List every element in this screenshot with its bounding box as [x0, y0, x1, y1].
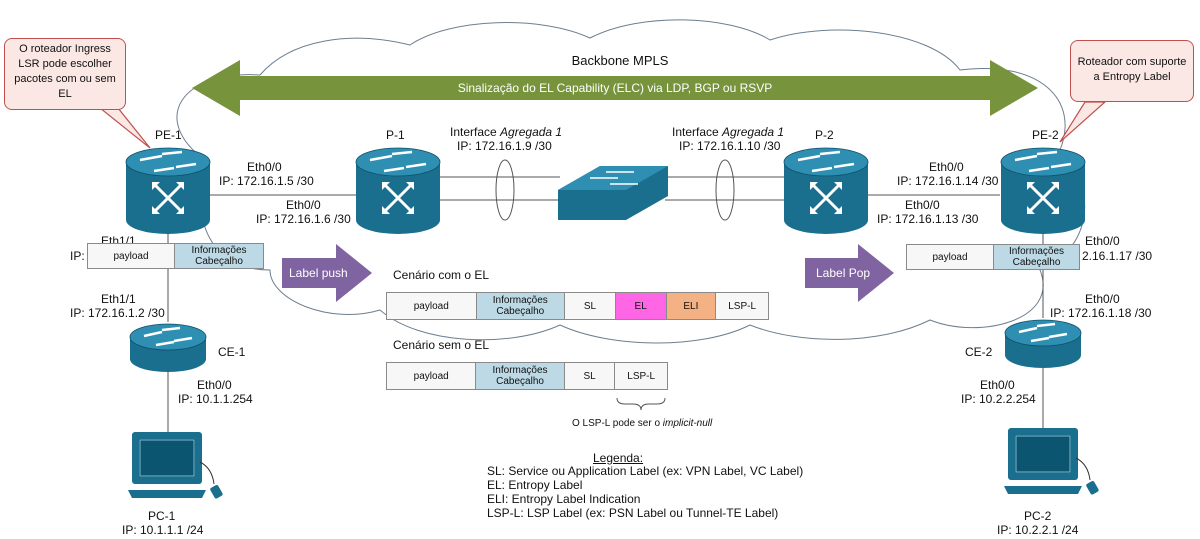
legend-title: Legenda:: [593, 451, 644, 465]
lag-ellipse-left: [495, 159, 515, 221]
packet-pe1: payload Informações Cabeçalho: [87, 243, 264, 269]
router-name-ce1: CE-1: [218, 345, 246, 359]
agg2-title-text: Interface: [672, 125, 719, 139]
agg2-title: Interface Agregada 1: [672, 125, 784, 139]
packet-pe2-header: Informações Cabeçalho: [994, 245, 1079, 269]
lspl-note-text: O LSP-L pode ser o: [572, 418, 661, 429]
packet-pe1-header: Informações Cabeçalho: [175, 244, 263, 268]
callout-ingress-lsr: O roteador Ingress LSR pode escolher pac…: [4, 38, 126, 110]
ce2-eth00-up-name: Eth0/0: [1085, 292, 1120, 306]
pe2-eth00-down-ip: 2.16.1.17 /30: [1082, 249, 1153, 263]
label-pop-arrow: [805, 244, 894, 302]
pkt-el-eli: ELI: [666, 293, 717, 319]
pe1-eth11-top-ip: IP:: [70, 249, 85, 263]
pc1-ip: IP: 10.1.1.1 /24: [122, 523, 204, 537]
agg2-title-italic: Agregada 1: [722, 125, 785, 139]
agg2-ip: IP: 172.16.1.10 /30: [679, 139, 781, 153]
router-icon: [129, 323, 207, 372]
legend-item: EL: Entropy Label: [487, 478, 583, 492]
pe1-eth00-name: Eth0/0: [247, 160, 282, 174]
pc1-name: PC-1: [148, 509, 176, 523]
router-name-ce2: CE-2: [965, 345, 993, 359]
pc2-ip: IP: 10.2.2.1 /24: [997, 523, 1079, 537]
agg1-title-italic: Agregada 1: [500, 125, 563, 139]
ce1-eth00-ip: IP: 10.1.1.254: [178, 392, 253, 406]
router-icon: [783, 147, 869, 234]
ce2-eth00-ip: IP: 10.2.2.254: [961, 392, 1036, 406]
p1-eth00-ip: IP: 172.16.1.6 /30: [256, 212, 351, 226]
p2-eth00-name: Eth0/0: [929, 160, 964, 174]
ce1-eth11-name: Eth1/1: [101, 292, 136, 306]
switch-icon: [558, 166, 668, 220]
ce2-eth00-name: Eth0/0: [980, 378, 1015, 392]
legend-item: LSP-L: LSP Label (ex: PSN Label ou Tunne…: [487, 506, 779, 520]
pkt-noel-payload: payload: [387, 363, 477, 389]
callout-ingress-text: O roteador Ingress LSR pode escolher pac…: [14, 43, 116, 100]
backbone-arrow: [192, 60, 1038, 116]
agg1-ip: IP: 172.16.1.9 /30: [457, 139, 552, 153]
pc-icon: [1004, 428, 1099, 495]
pkt-el-lspl: LSP-L: [716, 293, 768, 319]
router-name-pe1: PE-1: [155, 128, 182, 142]
router-icon: [125, 147, 211, 234]
lspl-note-italic: implicit-null: [662, 418, 713, 429]
packet-with-el: payload Informações Cabeçalho SL EL ELI …: [386, 292, 769, 320]
legend-item: SL: Service ou Application Label (ex: VP…: [487, 464, 804, 478]
p2-eth00-ip: IP: 172.16.1.14 /30: [897, 174, 999, 188]
pe2-eth00-ip: IP: 172.16.1.13 /30: [877, 212, 979, 226]
ce1-eth11-ip: IP: 172.16.1.2 /30: [70, 306, 165, 320]
pkt-noel-header: Informações Cabeçalho: [476, 363, 565, 389]
callout-right-tail: [1059, 101, 1107, 143]
callout-entropy-router: Roteador com suporte a Entropy Label: [1070, 40, 1194, 102]
callout-left-tail: [98, 107, 151, 149]
router-name-pe2: PE-2: [1032, 128, 1059, 142]
brace-icon: [616, 397, 666, 411]
label-push-arrow: [282, 244, 372, 302]
ce1-eth00-name: Eth0/0: [197, 378, 232, 392]
ce2-eth00-up-ip: IP: 172.16.1.18 /30: [1050, 306, 1152, 320]
packet-pe2: payload Informações Cabeçalho: [906, 244, 1080, 270]
pe2-eth00-name: Eth0/0: [905, 198, 940, 212]
scenario-with-el: Cenário com o EL: [393, 268, 490, 282]
lag-ellipse-right: [715, 159, 735, 221]
router-name-p2: P-2: [815, 128, 834, 142]
pc-icon: [128, 432, 223, 499]
pkt-el-header: Informações Cabeçalho: [476, 293, 566, 319]
legend-item: ELI: Entropy Label Indication: [487, 492, 641, 506]
callout-entropy-text: Roteador com suporte a Entropy Label: [1077, 56, 1187, 83]
agg1-title: Interface Agregada 1: [450, 125, 562, 139]
pc2-name: PC-2: [1024, 509, 1052, 523]
router-name-p1: P-1: [386, 128, 405, 142]
pe1-eth00-ip: IP: 172.16.1.5 /30: [219, 174, 314, 188]
backbone-signaling: Sinalização do EL Capability (ELC) via L…: [457, 81, 773, 95]
label-push-text: Label push: [289, 266, 348, 280]
scenario-without-el: Cenário sem o EL: [393, 338, 490, 352]
lspl-note: O LSP-L pode ser o implicit-null: [572, 417, 712, 431]
p1-eth00-name: Eth0/0: [286, 198, 321, 212]
packet-without-el: payload Informações Cabeçalho SL LSP-L: [386, 362, 668, 390]
pkt-el-el: EL: [615, 293, 667, 319]
pkt-noel-lspl: LSP-L: [615, 363, 667, 389]
backbone-title: Backbone MPLS: [571, 53, 669, 68]
router-icon: [1000, 147, 1086, 234]
packet-pe1-payload: payload: [88, 244, 176, 268]
packet-pe2-payload: payload: [907, 245, 994, 269]
pe2-eth00-down-name: Eth0/0: [1085, 234, 1120, 248]
router-icon: [1004, 319, 1082, 368]
pkt-noel-sl: SL: [564, 363, 616, 389]
pkt-el-payload: payload: [387, 293, 477, 319]
label-pop-text: Label Pop: [816, 266, 871, 280]
agg1-title-text: Interface: [450, 125, 497, 139]
pkt-el-sl: SL: [565, 293, 616, 319]
router-icon: [355, 147, 441, 234]
